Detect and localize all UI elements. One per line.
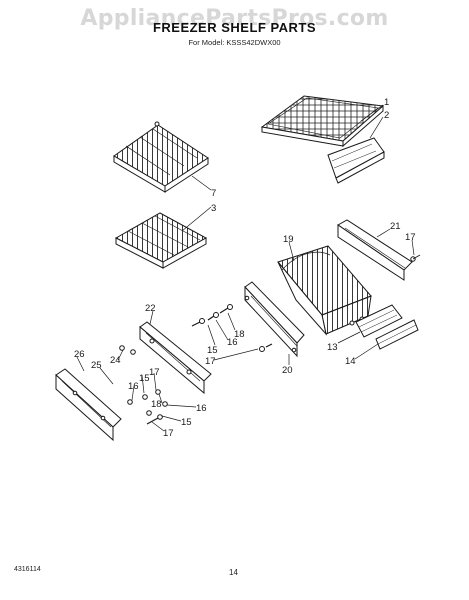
callout-22: 22 (145, 303, 156, 314)
glass-shelf-1 (260, 95, 385, 148)
callout-17: 17 (149, 367, 160, 378)
watermark: AppliancePartsPros.com (80, 6, 389, 31)
model-subtitle: For Model: KSSS42DWX00 (188, 38, 281, 47)
callout-7: 7 (211, 188, 216, 199)
wire-shelf-3 (114, 212, 208, 269)
callout-15: 15 (139, 373, 150, 384)
callout-17: 17 (163, 428, 174, 439)
leader-lines (76, 104, 415, 432)
callout-26: 26 (74, 349, 85, 360)
callout-15: 15 (207, 345, 218, 356)
part-number-callouts: 1 2 7 3 21 17 19 22 18 15 16 17 20 13 14… (74, 97, 416, 439)
callout-15: 15 (181, 417, 192, 428)
callout-25: 25 (91, 360, 102, 371)
callout-24: 24 (110, 355, 121, 366)
callout-21: 21 (390, 221, 401, 232)
center-panel-20 (244, 281, 305, 358)
callout-1: 1 (384, 97, 389, 108)
callout-16: 16 (196, 403, 207, 414)
side-rail-21 (337, 219, 421, 281)
page-number: 14 (229, 568, 238, 577)
hardware-screws (119, 304, 273, 425)
page-title: FREEZER SHELF PARTS (152, 20, 317, 35)
side-panel-26 (55, 368, 122, 442)
callout-17: 17 (405, 232, 416, 243)
callout-17: 17 (205, 356, 216, 367)
callout-3: 3 (211, 203, 216, 214)
front-trim-14 (375, 319, 419, 350)
callout-14: 14 (345, 356, 356, 367)
basket-handle-13 (355, 304, 403, 338)
callout-2: 2 (384, 110, 389, 121)
wire-basket-19 (277, 245, 372, 336)
middle-panel-22 (139, 321, 212, 395)
wire-shelf-7 (113, 121, 209, 193)
callout-13: 13 (327, 342, 338, 353)
callout-18: 18 (151, 399, 162, 410)
callout-18: 18 (234, 329, 245, 340)
callout-20: 20 (282, 365, 293, 376)
document-number: 4316114 (14, 566, 41, 573)
callout-16: 16 (128, 381, 139, 392)
callout-19: 19 (283, 234, 294, 245)
callout-16: 16 (227, 337, 238, 348)
shelf-trim-2 (327, 137, 385, 184)
